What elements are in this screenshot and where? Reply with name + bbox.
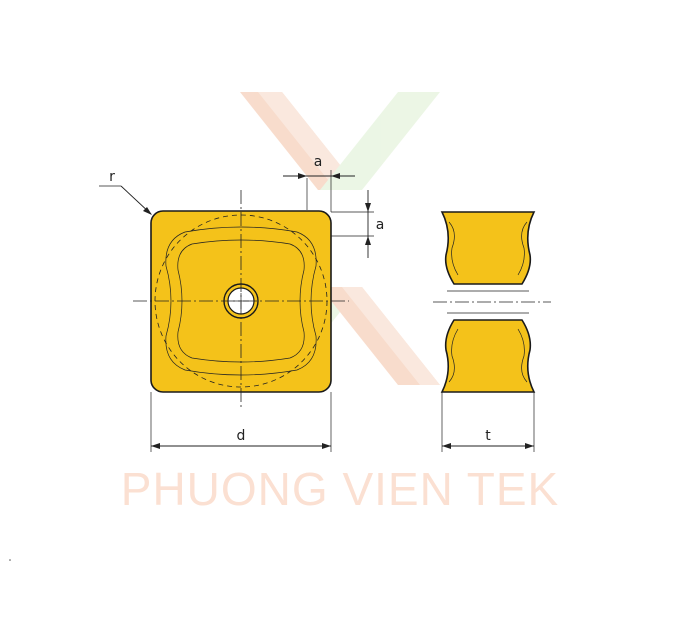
dimension-r: r	[99, 169, 152, 215]
label-a-vertical: a	[376, 217, 385, 233]
side-bevel-left-bottom	[448, 328, 459, 383]
chipbreaker-contour-inner	[177, 239, 305, 363]
label-a-horizontal: a	[314, 154, 323, 170]
side-bevel-right-top	[517, 221, 528, 276]
side-bevel-right-bottom	[517, 328, 528, 383]
dimension-a-vertical: a	[331, 190, 384, 258]
label-r: r	[109, 169, 115, 185]
chipbreaker-contour-outer	[165, 226, 317, 376]
label-t: t	[485, 428, 491, 444]
label-d: d	[237, 428, 246, 444]
front-view	[133, 190, 349, 410]
dimension-d: d	[150, 392, 332, 452]
stray-dot	[9, 559, 11, 561]
dimension-a-horizontal: a	[283, 154, 355, 212]
insert-body-side-top	[440, 211, 536, 285]
side-view	[433, 211, 551, 393]
side-bevel-left-top	[448, 221, 459, 276]
watermark-text: PHUONG VIEN TEK	[121, 463, 559, 515]
dimension-t: t	[441, 392, 535, 452]
insert-body-side-bottom	[440, 319, 536, 393]
